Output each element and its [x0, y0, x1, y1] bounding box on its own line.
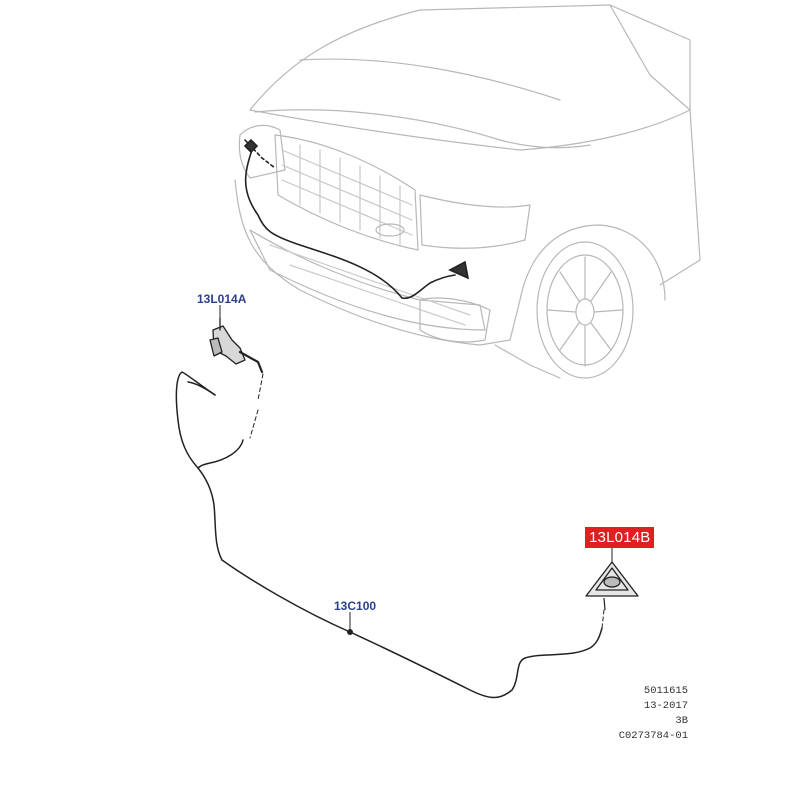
leader-lines [219, 305, 613, 630]
wheel-arch [519, 224, 666, 301]
washer-jet-left-part [209, 317, 264, 401]
installed-hose-route [243, 138, 470, 300]
installed-jet-left [243, 138, 259, 154]
front-bumper [234, 179, 521, 346]
drawing-reference-block: 5011615 13-2017 3B C0273784-01 [619, 684, 688, 744]
front-wheel-hub [575, 298, 595, 326]
bonnet-crease [299, 58, 561, 101]
bonnet-front-edge [254, 109, 591, 149]
washer-hose-part [175, 371, 605, 699]
vehicle-front-outline [234, 4, 701, 379]
front-wheel [536, 241, 634, 379]
callout-13C100: 13C100 [334, 599, 377, 613]
headlight-left [238, 124, 286, 179]
installed-jet-right [448, 260, 470, 280]
side-body [659, 109, 701, 286]
badge [375, 223, 405, 237]
bonnet-outline [249, 4, 691, 151]
fog-lamp-surround [419, 297, 491, 343]
a-pillar [609, 4, 691, 111]
washer-jet-right-part [585, 561, 639, 611]
headlight-right [419, 194, 531, 249]
callout-13L014A: 13L014A [197, 292, 247, 306]
lower-intake [249, 229, 486, 331]
reference-line: C0273784-01 [618, 730, 688, 742]
grille-outline [274, 134, 419, 251]
reference-line: 13-2017 [643, 700, 688, 712]
reference-line: 5011615 [643, 685, 688, 697]
callout-13L014B-highlighted: 13L014B [585, 527, 655, 548]
reference-line: 3B [675, 715, 688, 727]
lower-sill [494, 344, 561, 379]
